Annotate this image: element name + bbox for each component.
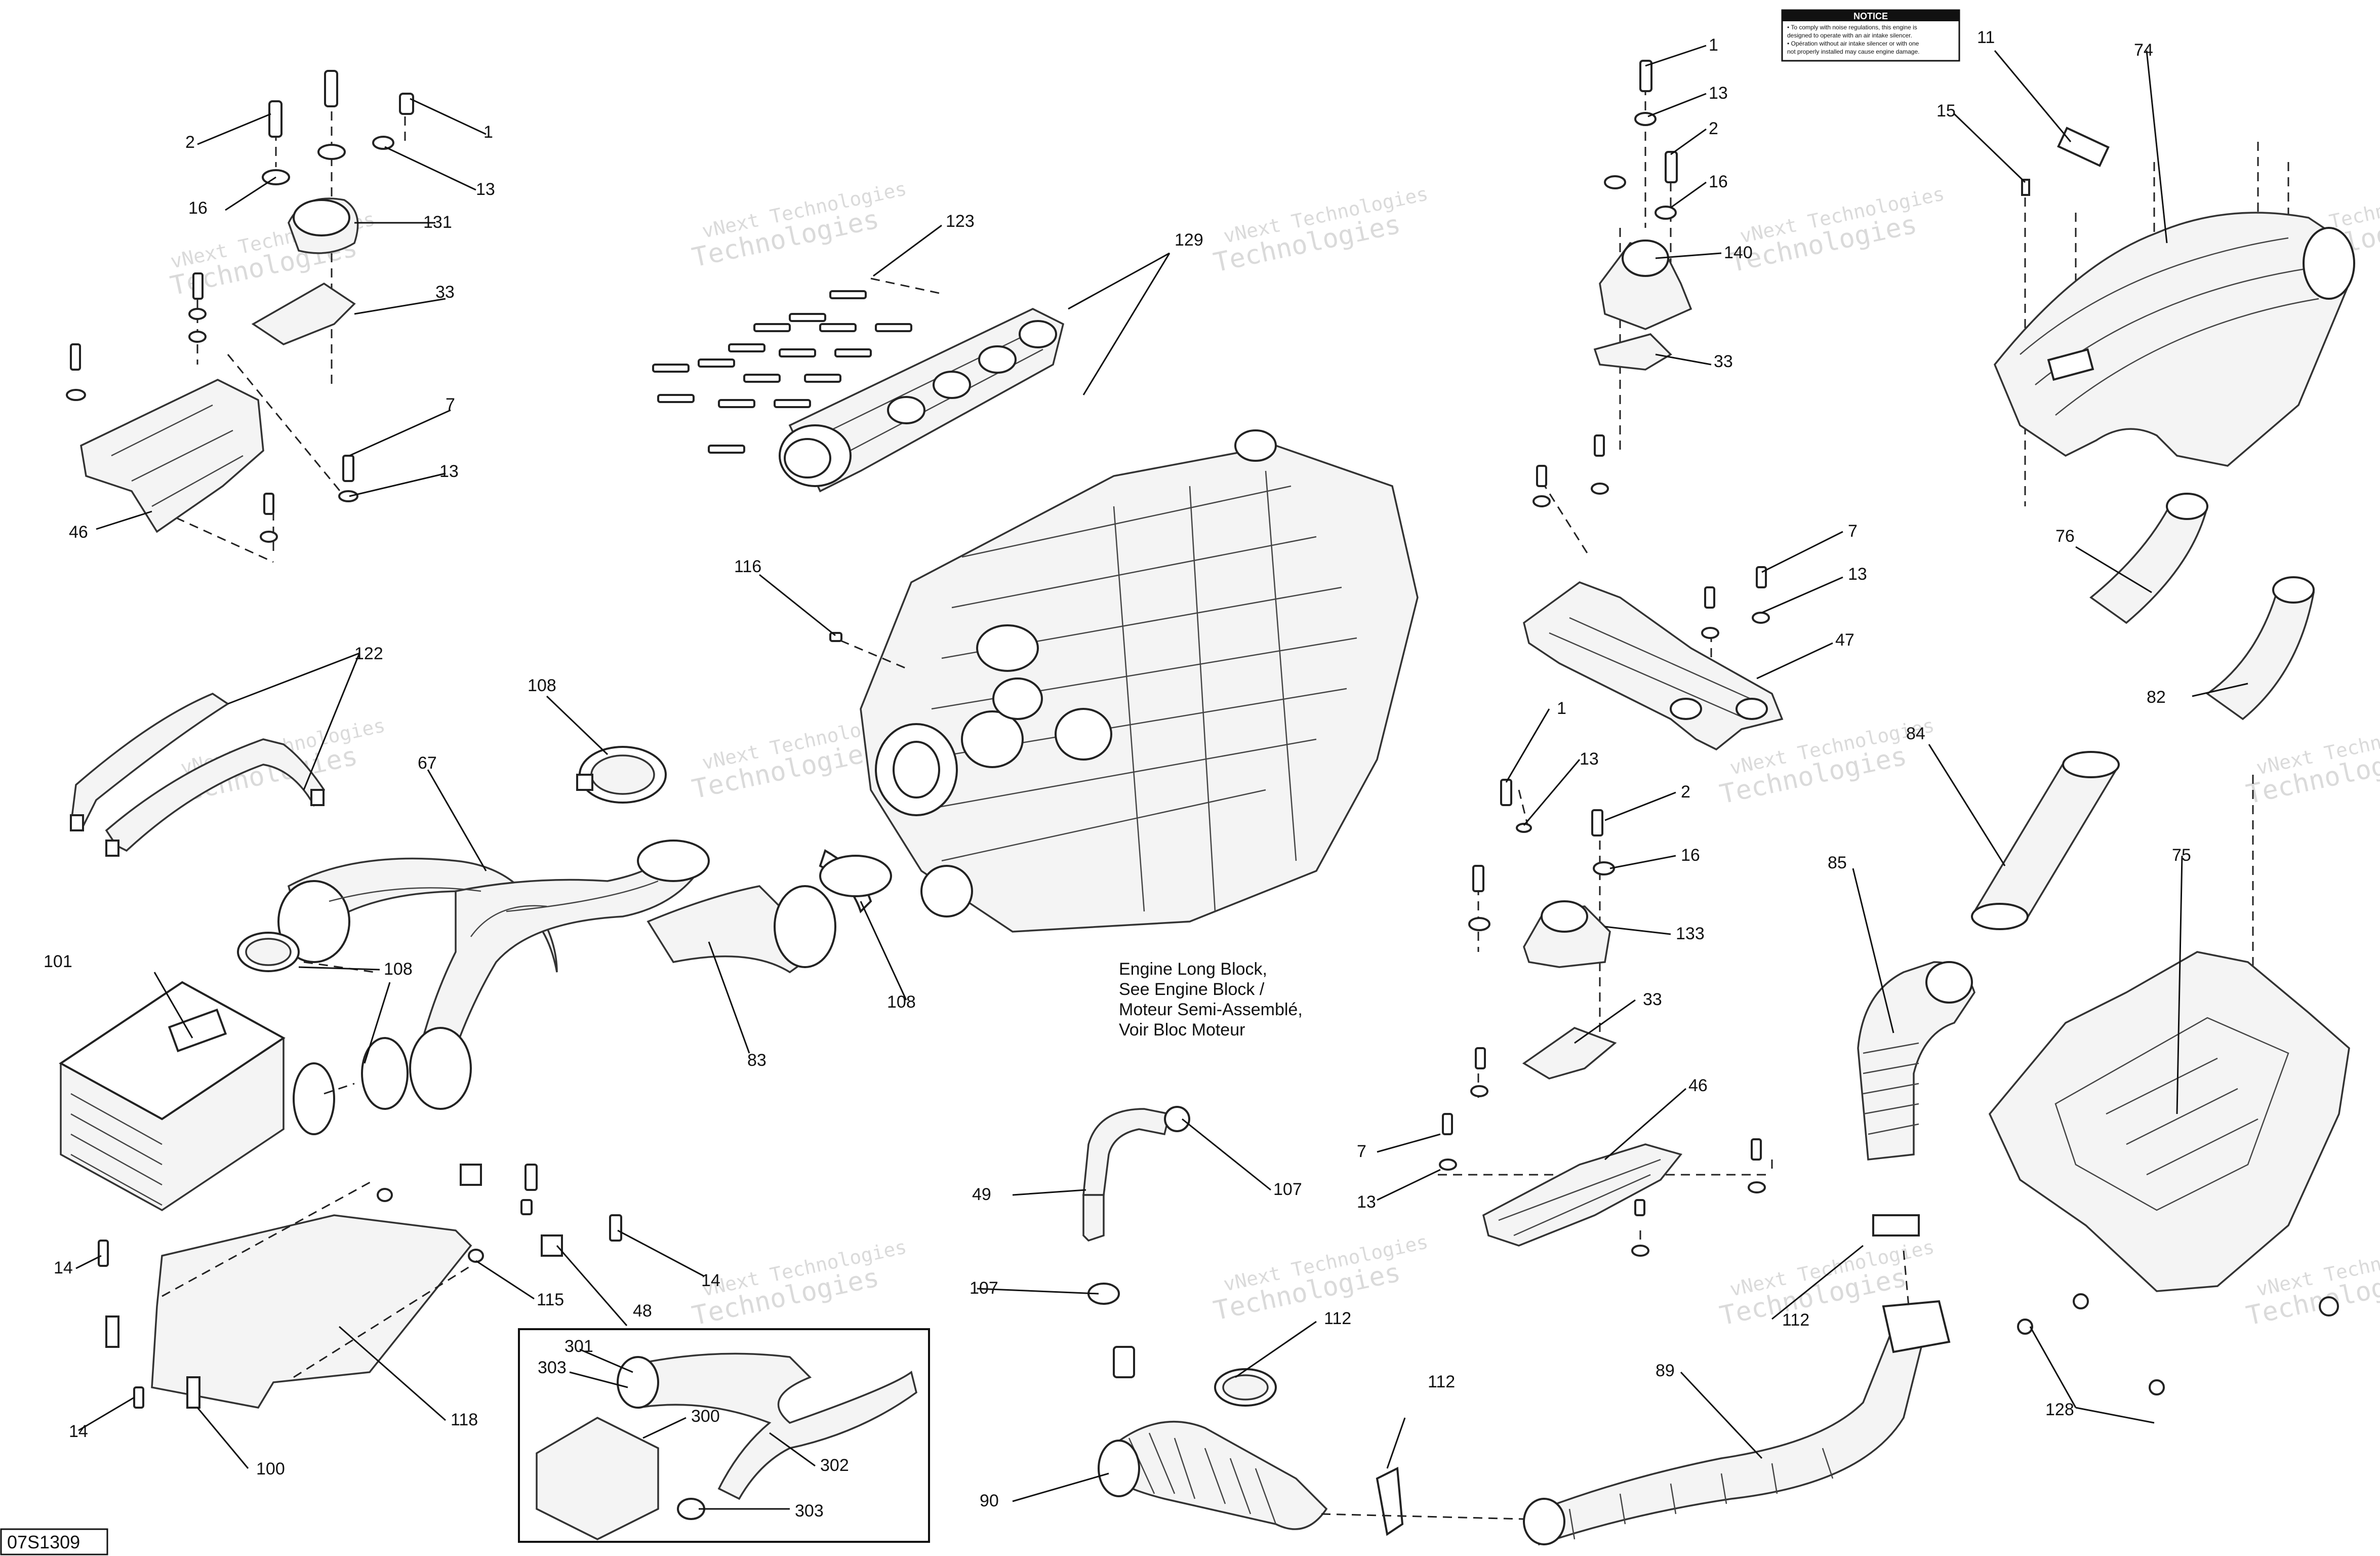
callout-46: 46	[69, 523, 88, 542]
callout-1: 1	[483, 123, 493, 142]
callout-13: 13	[1357, 1192, 1376, 1212]
callout-302: 302	[820, 1456, 849, 1475]
callout-14: 14	[54, 1258, 73, 1278]
heat-shield-group	[98, 1164, 622, 1409]
notice-line: designed to operate with an air intake s…	[1787, 32, 1912, 39]
front-engine-mount-group	[66, 70, 414, 563]
inset-kit-box	[518, 1328, 930, 1543]
lower-engine-mount-group	[1438, 779, 1773, 1257]
notice-title: NOTICE	[1853, 11, 1888, 21]
callout-13: 13	[1848, 565, 1867, 584]
callout-112: 112	[1324, 1309, 1351, 1328]
breather-and-air-hoses	[1082, 1106, 1951, 1546]
callout-numbers: 1 2 13 16 131 33 7 13 46 123 129 116 122…	[44, 28, 2191, 1521]
callout-33: 33	[435, 283, 455, 302]
callout-13: 13	[1580, 749, 1599, 769]
callout-75: 75	[2172, 846, 2191, 865]
callout-108: 108	[887, 992, 916, 1012]
callout-107: 107	[970, 1279, 998, 1298]
engine-long-block	[576, 429, 1419, 933]
callout-7: 7	[1848, 522, 1858, 541]
rear-engine-mount-group	[1523, 60, 1784, 751]
callout-89: 89	[1656, 1361, 1675, 1380]
callout-140: 140	[1724, 243, 1753, 262]
callout-48: 48	[633, 1301, 652, 1321]
callout-107: 107	[1273, 1180, 1302, 1199]
callout-83: 83	[747, 1051, 767, 1070]
callout-82: 82	[2147, 688, 2166, 707]
callout-123: 123	[946, 212, 975, 231]
callout-101: 101	[44, 952, 72, 971]
callout-122: 122	[354, 644, 383, 663]
callout-2: 2	[185, 133, 195, 152]
notice-line: • To comply with noise regulations, this…	[1787, 24, 1917, 31]
intake-manifold-group	[652, 277, 1065, 493]
callout-16: 16	[188, 198, 208, 218]
reference-code: 07S1309	[7, 1532, 80, 1552]
charge-air-pipes	[277, 840, 836, 1110]
callout-49: 49	[972, 1185, 991, 1204]
callout-303: 303	[538, 1358, 567, 1377]
callout-76: 76	[2055, 527, 2075, 546]
callout-7: 7	[446, 395, 455, 414]
callout-129: 129	[1175, 230, 1203, 250]
brackets-122	[70, 693, 326, 857]
callout-84: 84	[1906, 724, 1925, 743]
callout-1: 1	[1709, 35, 1718, 55]
notice-line: not properly installed may cause engine …	[1787, 48, 1920, 55]
callout-85: 85	[1828, 853, 1847, 872]
callout-14: 14	[69, 1422, 88, 1441]
callout-33: 33	[1643, 990, 1662, 1009]
callout-67: 67	[418, 753, 437, 773]
note-line: Engine Long Block,	[1119, 960, 1267, 979]
callout-100: 100	[256, 1459, 285, 1479]
engine-block-note: Engine Long Block, See Engine Block / Mo…	[1119, 960, 1303, 1040]
callout-116: 116	[734, 557, 761, 576]
callout-46: 46	[1688, 1076, 1708, 1095]
callout-2: 2	[1681, 782, 1690, 802]
callout-16: 16	[1709, 172, 1728, 191]
callout-112: 112	[1782, 1310, 1809, 1330]
callout-2: 2	[1709, 119, 1718, 138]
callout-301: 301	[564, 1337, 593, 1356]
note-line: Voir Bloc Moteur	[1119, 1020, 1245, 1040]
notice-line: • Opération without air intake silencer …	[1787, 40, 1919, 47]
callout-300: 300	[691, 1407, 720, 1426]
callout-74: 74	[2134, 41, 2153, 60]
callout-14: 14	[701, 1271, 720, 1290]
callout-115: 115	[537, 1290, 564, 1309]
callout-303: 303	[795, 1501, 824, 1521]
callout-16: 16	[1681, 846, 1700, 865]
reference-code-box: 07S1309	[0, 1528, 108, 1555]
callout-90: 90	[980, 1491, 999, 1510]
callout-47: 47	[1835, 630, 1854, 650]
callout-11: 11	[1977, 28, 1995, 47]
callout-13: 13	[439, 462, 459, 481]
note-line: Moteur Semi-Assemblé,	[1119, 1000, 1303, 1019]
callout-leaders	[75, 45, 2248, 1510]
callout-7: 7	[1357, 1142, 1366, 1161]
callout-108: 108	[384, 960, 413, 979]
callout-13: 13	[476, 180, 495, 199]
callout-13: 13	[1709, 84, 1728, 103]
air-intake-silencer-group: NOTICE • To comply with noise regulation…	[1781, 9, 2355, 1395]
callout-1: 1	[1557, 699, 1566, 718]
callout-128: 128	[2045, 1400, 2074, 1419]
callout-15: 15	[1937, 101, 1956, 121]
callout-133: 133	[1676, 924, 1705, 943]
intercooler-group	[59, 932, 409, 1212]
callout-33: 33	[1714, 352, 1733, 371]
callout-131: 131	[423, 213, 452, 232]
callout-108: 108	[528, 676, 556, 695]
note-line: See Engine Block /	[1119, 980, 1265, 999]
notice-label: NOTICE • To comply with noise regulation…	[1781, 9, 1960, 62]
callout-118: 118	[451, 1410, 478, 1429]
callout-112: 112	[1428, 1372, 1455, 1391]
